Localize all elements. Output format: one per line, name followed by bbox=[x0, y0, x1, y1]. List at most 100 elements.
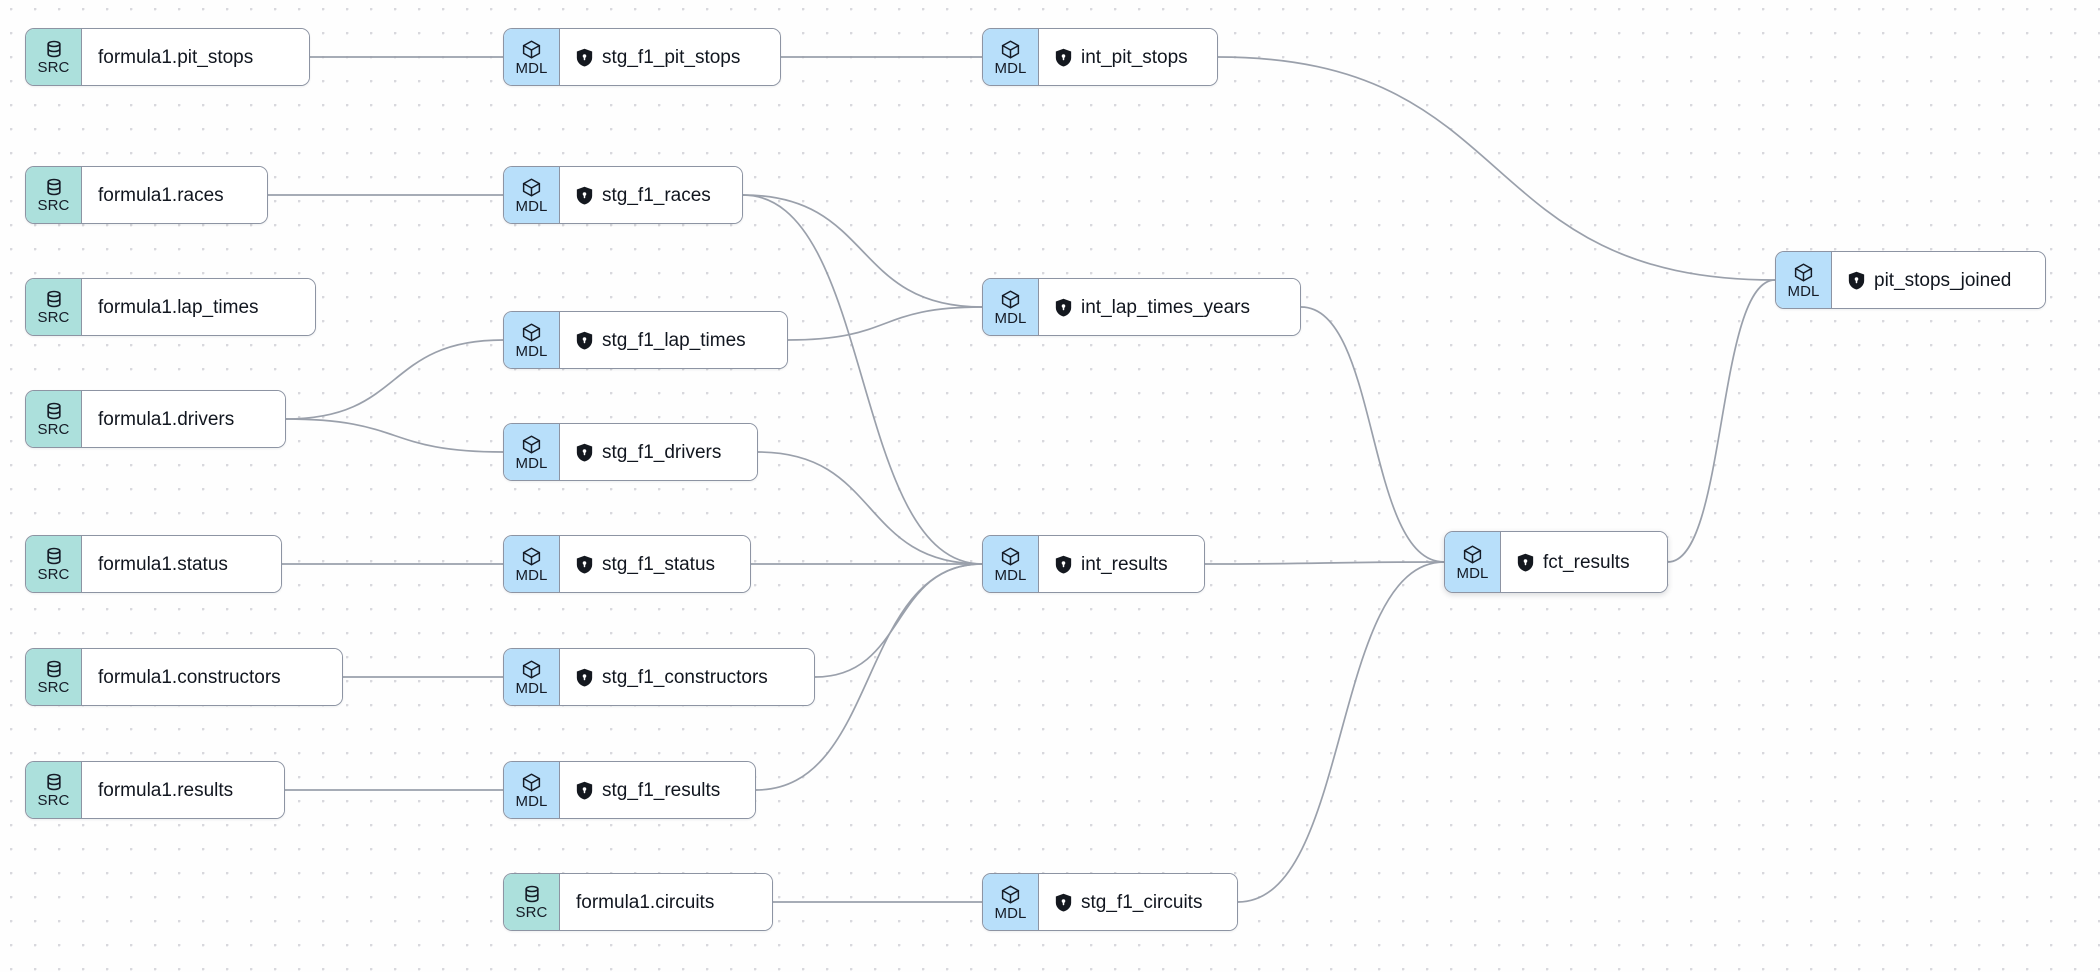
node-label: formula1.results bbox=[98, 779, 234, 801]
shield-lock-icon bbox=[1055, 893, 1072, 912]
graph-node-stg_constructors[interactable]: MDL stg_f1_constructors bbox=[503, 648, 815, 706]
node-body: formula1.results bbox=[82, 762, 284, 818]
database-icon bbox=[44, 177, 64, 197]
node-label: stg_f1_lap_times bbox=[602, 329, 746, 351]
cube-icon bbox=[521, 322, 542, 343]
shield-lock-icon bbox=[1055, 298, 1072, 317]
graph-node-pit_stops_joined[interactable]: MDL pit_stops_joined bbox=[1775, 251, 2046, 309]
edge-int_pit_stops-to-pit_stops_joined bbox=[1217, 56, 1776, 281]
node-body: stg_f1_drivers bbox=[560, 424, 757, 480]
mdl-badge: MDL bbox=[504, 424, 560, 480]
shield-lock-icon bbox=[576, 668, 593, 687]
shield-lock-icon bbox=[1055, 48, 1072, 67]
node-body: pit_stops_joined bbox=[1832, 252, 2045, 308]
mdl-badge: MDL bbox=[504, 762, 560, 818]
node-body: stg_f1_circuits bbox=[1039, 874, 1237, 930]
cube-icon bbox=[521, 659, 542, 680]
node-label: stg_f1_races bbox=[602, 184, 711, 206]
node-label: formula1.races bbox=[98, 184, 224, 206]
cube-icon bbox=[1000, 884, 1021, 905]
shield-lock-icon bbox=[1055, 298, 1072, 317]
node-body: formula1.drivers bbox=[82, 391, 285, 447]
edge-int_results-to-fct_results bbox=[1204, 561, 1445, 565]
node-label: formula1.pit_stops bbox=[98, 46, 254, 68]
node-body: formula1.constructors bbox=[82, 649, 342, 705]
cube-icon bbox=[1000, 546, 1021, 567]
database-icon bbox=[44, 401, 64, 421]
cube-icon bbox=[1462, 544, 1483, 565]
src-badge: SRC bbox=[26, 762, 82, 818]
badge-kind-label: MDL bbox=[515, 679, 548, 697]
edge-stg_races-to-int_results bbox=[742, 194, 983, 565]
cube-icon bbox=[1000, 39, 1021, 60]
shield-lock-icon bbox=[576, 668, 593, 687]
node-body: int_results bbox=[1039, 536, 1204, 592]
mdl-badge: MDL bbox=[983, 279, 1039, 335]
badge-kind-label: SRC bbox=[37, 792, 70, 809]
database-icon bbox=[44, 39, 64, 59]
graph-node-src_status[interactable]: SRC formula1.status bbox=[25, 535, 282, 593]
database-icon bbox=[522, 884, 542, 904]
badge-kind-label: MDL bbox=[994, 904, 1027, 922]
node-body: fct_results bbox=[1501, 532, 1667, 592]
graph-node-stg_lap_times[interactable]: MDL stg_f1_lap_times bbox=[503, 311, 788, 369]
src-badge: SRC bbox=[26, 29, 82, 85]
graph-node-int_results[interactable]: MDL int_results bbox=[982, 535, 1205, 593]
badge-kind-label: SRC bbox=[37, 59, 70, 76]
graph-node-src_constructors[interactable]: SRC formula1.constructors bbox=[25, 648, 343, 706]
node-body: formula1.status bbox=[82, 536, 281, 592]
database-icon bbox=[44, 289, 64, 309]
shield-lock-icon bbox=[576, 48, 593, 67]
cube-icon bbox=[521, 772, 542, 793]
node-label: fct_results bbox=[1543, 551, 1630, 573]
edge-int_lap_times_years-to-fct_results bbox=[1300, 306, 1445, 563]
shield-lock-icon bbox=[1848, 271, 1865, 290]
node-body: stg_f1_constructors bbox=[560, 649, 814, 705]
node-label: formula1.constructors bbox=[98, 666, 281, 688]
graph-node-stg_drivers[interactable]: MDL stg_f1_drivers bbox=[503, 423, 758, 481]
badge-kind-label: MDL bbox=[515, 792, 548, 810]
graph-node-src_pit_stops[interactable]: SRC formula1.pit_stops bbox=[25, 28, 310, 86]
mdl-badge: MDL bbox=[504, 536, 560, 592]
node-label: formula1.circuits bbox=[576, 891, 715, 913]
mdl-badge: MDL bbox=[1776, 252, 1832, 308]
mdl-badge: MDL bbox=[983, 536, 1039, 592]
src-badge: SRC bbox=[26, 536, 82, 592]
shield-lock-icon bbox=[1517, 553, 1534, 572]
src-badge: SRC bbox=[26, 279, 82, 335]
node-label: int_results bbox=[1081, 553, 1168, 575]
node-label: formula1.status bbox=[98, 553, 228, 575]
shield-lock-icon bbox=[576, 555, 593, 574]
src-badge: SRC bbox=[26, 649, 82, 705]
node-body: stg_f1_races bbox=[560, 167, 742, 223]
badge-kind-label: MDL bbox=[1787, 282, 1820, 300]
shield-lock-icon bbox=[1848, 271, 1865, 290]
cube-icon bbox=[521, 39, 542, 60]
node-body: formula1.pit_stops bbox=[82, 29, 309, 85]
graph-node-src_results[interactable]: SRC formula1.results bbox=[25, 761, 285, 819]
badge-kind-label: MDL bbox=[994, 566, 1027, 584]
src-badge: SRC bbox=[26, 391, 82, 447]
graph-node-stg_circuits[interactable]: MDL stg_f1_circuits bbox=[982, 873, 1238, 931]
badge-kind-label: MDL bbox=[515, 342, 548, 360]
shield-lock-icon bbox=[576, 781, 593, 800]
node-label: pit_stops_joined bbox=[1874, 269, 2012, 291]
node-label: int_pit_stops bbox=[1081, 46, 1188, 68]
node-body: stg_f1_status bbox=[560, 536, 750, 592]
shield-lock-icon bbox=[1055, 48, 1072, 67]
node-label: stg_f1_drivers bbox=[602, 441, 722, 463]
shield-lock-icon bbox=[1055, 555, 1072, 574]
